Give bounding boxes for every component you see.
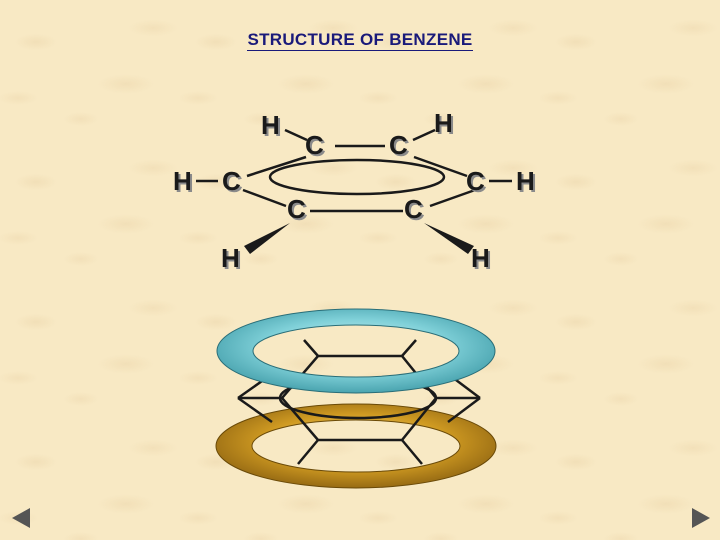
atom-c-top-left: C	[305, 130, 324, 160]
slide-title: STRUCTURE OF BENZENE	[0, 30, 720, 51]
sigma-bonds	[237, 339, 481, 465]
atom-c-left: C	[222, 166, 241, 196]
bond-c-c-lower-left	[242, 188, 287, 208]
atom-h-right-shadow: H	[518, 168, 537, 198]
atom-c-right-shadow: C	[468, 168, 487, 198]
atom-h-right: H	[516, 166, 535, 196]
atom-h-left-shadow: H	[175, 168, 194, 198]
atom-h-top-left: H	[261, 110, 280, 140]
atom-c-top-left-shadow: C	[307, 132, 326, 162]
upper-pi-ring	[216, 308, 496, 394]
atom-h-bottom-left-shadow: H	[223, 245, 242, 275]
wedge-bond-right	[424, 223, 474, 254]
bond-h-c-top-right	[412, 128, 436, 142]
atom-h-top-right: H	[434, 108, 453, 138]
atom-h-bottom-right-shadow: H	[473, 245, 492, 275]
bond-lines	[196, 128, 512, 213]
atom-c-bottom-left: C	[287, 194, 306, 224]
atom-c-bottom-right: C	[404, 194, 423, 224]
atom-h-top-right-shadow: H	[436, 110, 455, 140]
triangle-left-icon[interactable]	[12, 508, 30, 528]
triangle-right-icon[interactable]	[692, 508, 710, 528]
wedge-bond-left	[244, 223, 290, 254]
lower-pi-ring	[215, 403, 497, 489]
slide-title-text: STRUCTURE OF BENZENE	[247, 30, 473, 51]
bond-c-c-upper-right	[413, 155, 468, 178]
bond-c-c-lower-right	[429, 188, 476, 208]
delocalized-ring	[268, 158, 446, 196]
atom-c-bottom-right-shadow: C	[406, 196, 425, 226]
hexagon-ring-skeleton	[280, 354, 438, 442]
atom-h-bottom-left: H	[221, 243, 240, 273]
bond-c-c-upper-left	[246, 155, 307, 178]
atom-labels: H H C C C C H H H H C C C C H H C C C C …	[173, 108, 537, 275]
kekule-structure: H H C C C C H H H H C C C C H H C C C C …	[173, 108, 537, 275]
atom-c-bottom-left-shadow: C	[289, 196, 308, 226]
atom-c-top-right: C	[389, 130, 408, 160]
pi-orbital-diagram	[215, 308, 497, 489]
atom-h-left: H	[173, 166, 192, 196]
atom-h-top-left-shadow: H	[263, 112, 282, 142]
atom-c-right: C	[466, 166, 485, 196]
atom-c-left-shadow: C	[224, 168, 243, 198]
atom-h-bottom-right: H	[471, 243, 490, 273]
bond-h-c-top-left	[284, 128, 308, 142]
atom-c-top-right-shadow: C	[391, 132, 410, 162]
